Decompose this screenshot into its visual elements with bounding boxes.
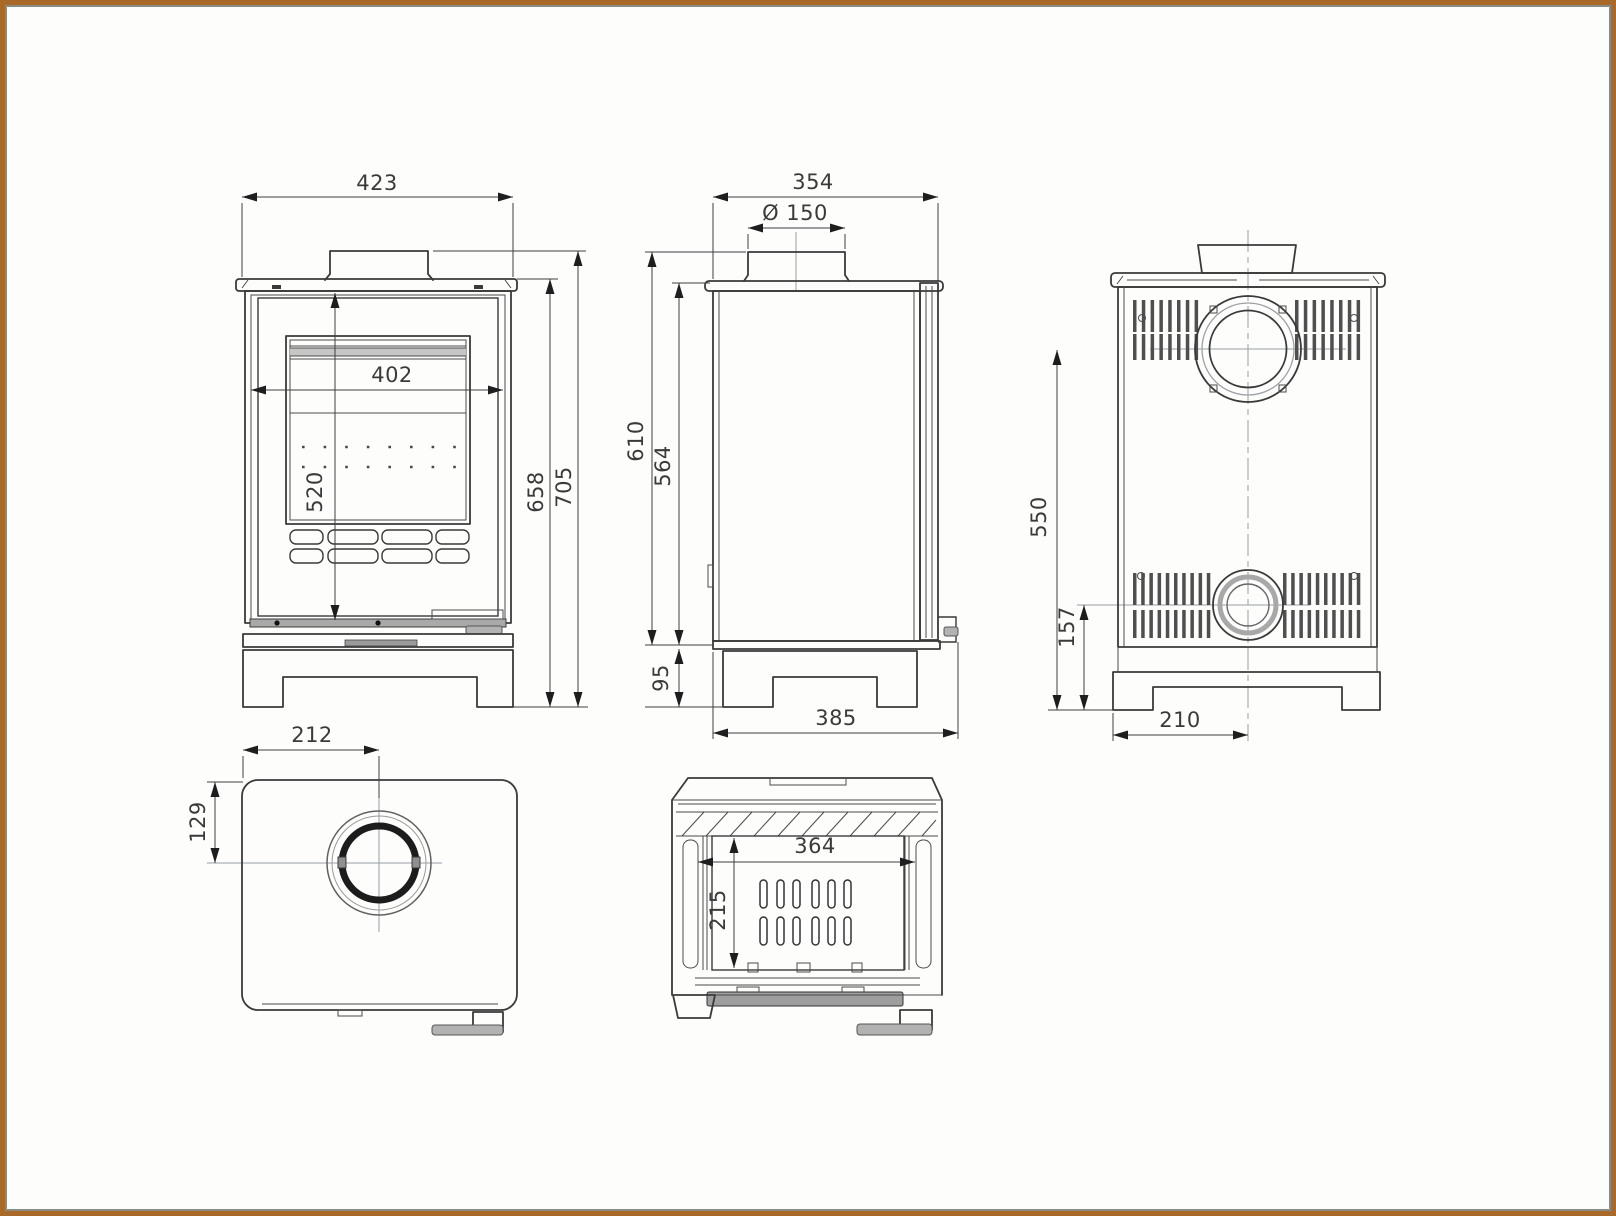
front-airwash-band xyxy=(290,348,466,356)
front-vent-grille xyxy=(289,529,470,564)
rear-lower-outlet xyxy=(1212,569,1284,641)
firebox-opening xyxy=(711,835,905,971)
rear-top-flue-outlet xyxy=(1194,295,1302,403)
front-bottom-plate xyxy=(242,633,514,648)
top-door-handle xyxy=(431,1024,504,1036)
side-body xyxy=(712,290,921,642)
dim-front-door-height: 520 xyxy=(303,471,327,513)
firebox-view: 364 215 xyxy=(671,777,943,1036)
dim-front-overall-height: 705 xyxy=(552,466,576,508)
dim-firebox-opening-height: 215 xyxy=(706,889,730,931)
front-plinth xyxy=(242,649,514,708)
rear-upper-vents xyxy=(1133,300,1361,360)
dim-firebox-opening-width: 364 xyxy=(794,834,836,858)
side-plinth xyxy=(722,650,918,708)
top-view: 212 129 xyxy=(186,723,518,1036)
dim-side-base-depth: 385 xyxy=(815,706,857,730)
firebox-seal-bar xyxy=(706,991,904,1007)
side-bottom-plate xyxy=(712,640,941,650)
firebox-hatch-band xyxy=(681,811,937,837)
rear-view: 550 157 210 xyxy=(1027,230,1386,741)
dim-side-base-height: 95 xyxy=(649,664,673,692)
dim-front-overall-width: 423 xyxy=(356,171,398,195)
rear-lower-vents xyxy=(1133,572,1363,638)
front-view: 423 402 520 658 705 xyxy=(235,171,588,708)
drawing-paper xyxy=(7,7,1609,1209)
front-door xyxy=(257,297,499,617)
front-body xyxy=(244,290,512,624)
dim-top-flue-from-rear: 129 xyxy=(186,801,210,843)
side-top-plate xyxy=(704,280,944,292)
dim-front-door-width: 402 xyxy=(371,363,413,387)
front-latch xyxy=(431,609,504,620)
firebox-left-foot xyxy=(672,994,716,1019)
dim-rear-top-outlet-height: 550 xyxy=(1027,496,1051,538)
firebox-shell xyxy=(671,777,943,996)
dim-rear-lower-outlet-height: 157 xyxy=(1055,606,1079,648)
dim-front-body-height: 658 xyxy=(524,471,548,513)
firebox-handle xyxy=(856,1023,933,1036)
top-flue-opening xyxy=(326,810,432,916)
firebox-back-vents xyxy=(759,879,852,946)
front-flue-collar xyxy=(324,250,434,281)
dim-side-top-plate-height: 564 xyxy=(651,445,675,487)
rear-flue-collar xyxy=(1197,244,1297,274)
side-flue-collar xyxy=(743,251,850,282)
dim-side-flue-collar-height: 610 xyxy=(624,420,648,462)
side-view: 354 Ø 150 610 564 95 xyxy=(624,170,959,739)
dim-side-top-depth: 354 xyxy=(792,170,834,194)
dim-side-flue-diameter: Ø 150 xyxy=(762,201,828,225)
side-door-edge xyxy=(919,282,939,641)
dim-rear-outlet-offset: 210 xyxy=(1159,708,1201,732)
front-glass xyxy=(285,335,471,525)
rear-plinth xyxy=(1112,671,1381,711)
dim-top-flue-from-left: 212 xyxy=(291,723,333,747)
rear-panel xyxy=(1117,286,1378,648)
